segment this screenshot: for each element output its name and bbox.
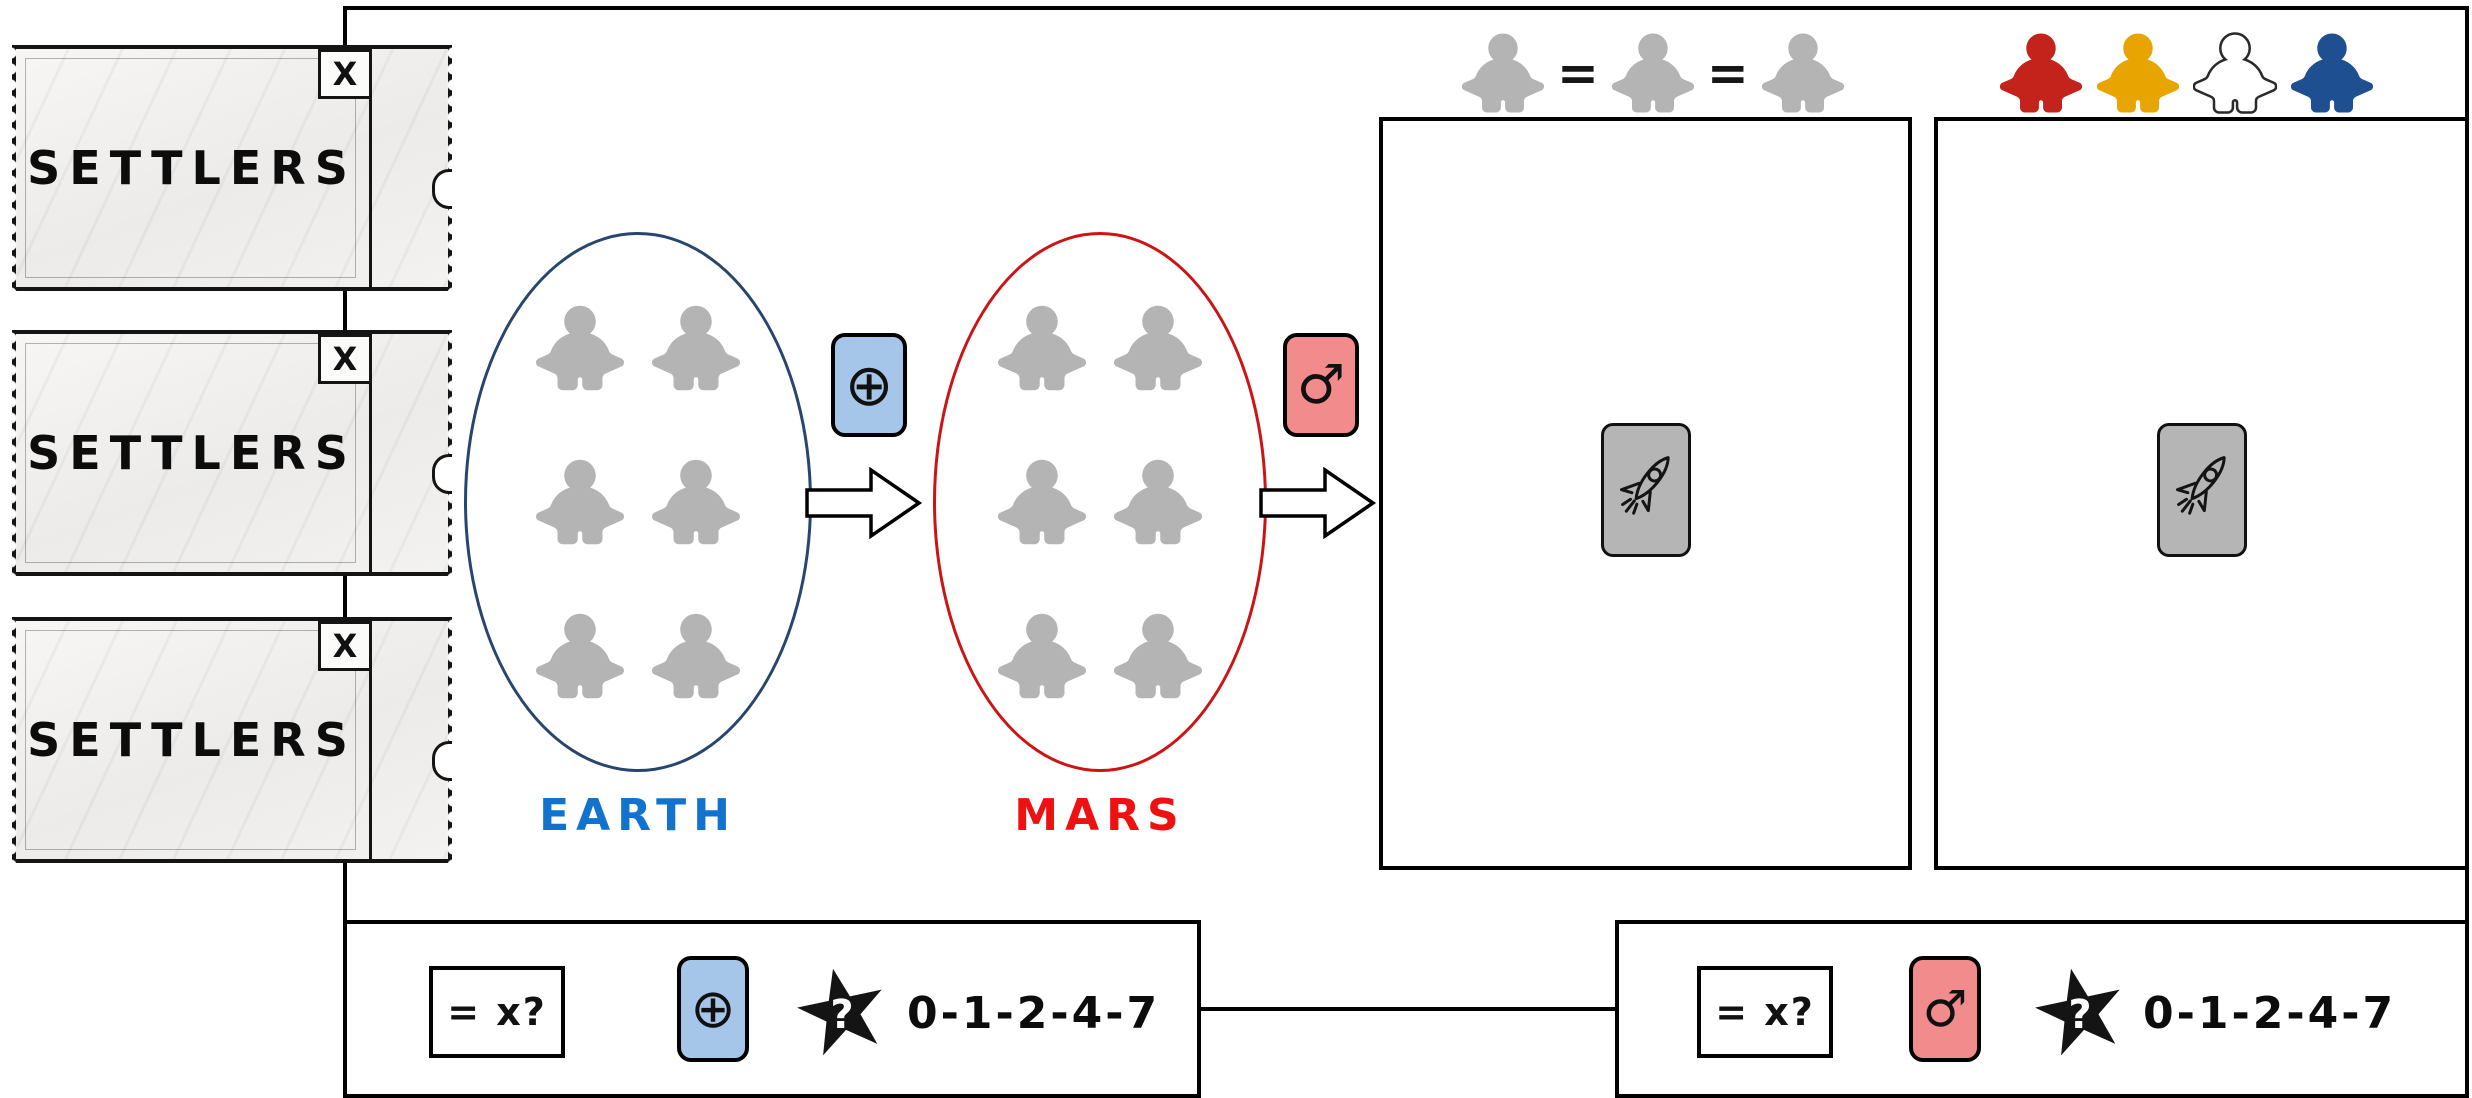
gray-meeple-icon: [533, 457, 627, 547]
ticket-inner-border: [25, 630, 356, 850]
count-question-box: = x?: [429, 966, 565, 1058]
mars-meeple-group: [995, 303, 1205, 701]
ticket-perforation-left: [11, 45, 25, 291]
white-meeple-icon: [2191, 31, 2279, 115]
gray-meeple-icon: [1459, 31, 1547, 115]
ticket-perforation-left: [11, 330, 25, 576]
score-values: 0-1-2-4-7: [907, 987, 1161, 1039]
gray-meeple-icon: [1111, 303, 1205, 393]
score-values: 0-1-2-4-7: [2143, 987, 2397, 1039]
settlers-ticket-2: X SETTLERS: [11, 330, 453, 576]
ticket-stub-divider: [369, 334, 372, 572]
gray-meeple-icon: [533, 303, 627, 393]
gray-meeple-icon: [1111, 457, 1205, 547]
legend-mars-scoring: = x? ♂ ? 0-1-2-4-7: [1615, 920, 2469, 1098]
score-star: ?: [795, 964, 889, 1058]
ticket-inner-border: [25, 58, 356, 278]
rocket-card-zone-gray: [1379, 117, 1912, 870]
count-question-box: = x?: [1697, 966, 1833, 1058]
mars-symbol-badge: ♂: [1283, 333, 1359, 437]
rocket-card-zone-players: [1934, 117, 2469, 870]
blue-meeple-icon: [2288, 31, 2376, 115]
ticket-perforation-right: [439, 617, 453, 863]
legend-earth-scoring: = x? ⊕ ? 0-1-2-4-7: [343, 920, 1201, 1098]
equals-sign: =: [1557, 44, 1599, 102]
ticket-perforation-left: [11, 617, 25, 863]
ticket-title: SETTLERS: [27, 141, 357, 195]
ticket-perforation-right: [439, 45, 453, 291]
rocket-card[interactable]: [1600, 423, 1691, 557]
settlers-ticket-1: X SETTLERS: [11, 45, 453, 291]
ticket-inner-border: [25, 343, 356, 563]
earth-symbol-icon: ⊕: [690, 977, 736, 1040]
earth-meeple-group: [533, 303, 743, 701]
gray-meeple-icon: [995, 303, 1089, 393]
mars-population-ellipse: [933, 232, 1267, 772]
gray-meeple-icon: [649, 611, 743, 701]
yellow-meeple-icon: [2094, 31, 2182, 115]
score-star: ?: [2033, 964, 2127, 1058]
gray-meeple-icon: [1759, 31, 1847, 115]
ticket-close-button[interactable]: X: [318, 621, 372, 671]
rocket-icon: [1614, 444, 1678, 536]
rocket-card[interactable]: [2156, 423, 2247, 557]
earth-symbol-icon: ⊕: [844, 351, 894, 419]
gray-meeple-icon: [995, 457, 1089, 547]
earth-symbol-badge-small: ⊕: [677, 956, 749, 1062]
settlers-ticket-3: X SETTLERS: [11, 617, 453, 863]
ticket-stub-divider: [369, 49, 372, 287]
mars-label: MARS: [1014, 790, 1186, 841]
gray-meeple-icon: [995, 611, 1089, 701]
player-color-meeples: [1997, 31, 2376, 115]
gray-meeple-icon: [533, 611, 627, 701]
ticket-title: SETTLERS: [27, 713, 357, 767]
legend-connector-line: [1201, 1007, 1615, 1011]
question-mark-label: ?: [2068, 992, 2092, 1038]
mars-symbol-icon: ♂: [1296, 353, 1346, 416]
ticket-perforation-right: [439, 330, 453, 576]
mars-symbol-badge-small: ♂: [1909, 956, 1981, 1062]
gray-meeple-icon: [649, 303, 743, 393]
mars-symbol-icon: ♂: [1922, 980, 1968, 1038]
red-meeple-icon: [1997, 31, 2085, 115]
rocket-icon: [2170, 444, 2234, 536]
ticket-notch: [432, 741, 452, 781]
earth-label: EARTH: [539, 790, 737, 841]
ticket-notch: [432, 454, 452, 494]
question-mark-label: ?: [830, 992, 854, 1038]
equals-sign: =: [1706, 44, 1749, 102]
arrow-mars-to-ship-icon: [1259, 467, 1377, 539]
gray-meeple-icon: [1111, 611, 1205, 701]
ticket-close-button[interactable]: X: [318, 334, 372, 384]
earth-population-ellipse: [464, 232, 812, 772]
ticket-close-button[interactable]: X: [318, 49, 372, 99]
earth-symbol-badge: ⊕: [831, 333, 907, 437]
ticket-notch: [432, 169, 452, 209]
ticket-title: SETTLERS: [27, 426, 357, 480]
gray-meeple-icon: [1609, 31, 1697, 115]
ticket-stub-divider: [369, 621, 372, 859]
meeple-equality-row: = =: [1459, 31, 1847, 115]
arrow-earth-to-mars-icon: [805, 467, 923, 539]
gray-meeple-icon: [649, 457, 743, 547]
